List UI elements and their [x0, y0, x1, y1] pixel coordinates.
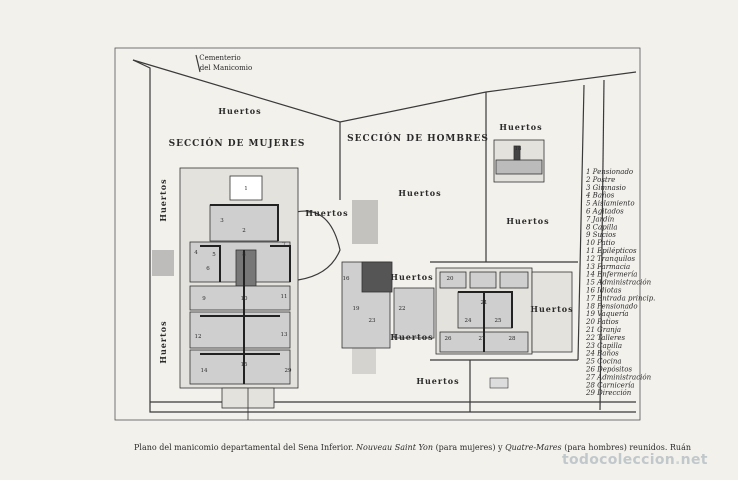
huertos-label: Huertos — [530, 304, 573, 314]
legend-entry: 19 Vaquería — [586, 310, 629, 318]
huertos-label: Huertos — [398, 188, 441, 198]
vaqueria-building — [493, 139, 545, 183]
legend-entry: 9 Sucios — [586, 231, 616, 239]
huertos-label: Huertos — [305, 208, 348, 218]
room-number: 6 — [206, 266, 210, 272]
seccion-mujeres-label: SECCIÓN DE MUJERES — [169, 137, 306, 149]
legend-entry: 20 Patios — [585, 318, 619, 326]
room-number: 28 — [509, 336, 516, 342]
room-number: 24 — [465, 318, 472, 324]
mens-section-walls — [458, 291, 513, 352]
room-number: 2 — [242, 228, 246, 234]
legend-entry: 23 Capilla — [585, 342, 622, 350]
room-number: 15 — [241, 362, 248, 368]
room-number: 16 — [343, 276, 350, 282]
huertos-label: Huertos — [218, 106, 261, 116]
legend-entry: 24 Baños — [585, 350, 619, 358]
caption-part: (para hombres) reunidos. Ruán — [564, 443, 692, 452]
cementerio-label-line2: del Manicomio — [200, 64, 252, 72]
huertos-label: Huertos — [506, 216, 549, 226]
room-number: 29 — [285, 368, 292, 374]
legend-entry: 5 Aislamiento — [586, 200, 635, 208]
legend-entry: 27 Administración — [585, 373, 652, 381]
room-number: 9 — [202, 296, 206, 302]
legend-entry: 17 Entrada princip. — [586, 294, 655, 302]
legend-entry: 21 Granja — [585, 326, 621, 334]
legend-entry: 18 Pensionado — [586, 302, 638, 310]
legend-entry: 26 Depósitos — [585, 366, 632, 374]
watermark-logo: todocoleccion.net — [562, 452, 708, 468]
watermark-dot: . — [675, 452, 681, 468]
huertos-label: Huertos — [416, 376, 459, 386]
room-number: 8 — [242, 252, 246, 258]
legend-entry: 14 Enfermería — [586, 271, 637, 279]
huertos-label: Huertos — [390, 332, 433, 342]
legend-entry: 29 Dirección — [585, 389, 632, 397]
room-number: 4 — [194, 250, 198, 256]
legend-entry: 25 Cocina — [585, 358, 622, 366]
room-number: 25 — [495, 318, 502, 324]
huertos-label: Huertos — [390, 272, 433, 282]
legend-entry: 4 Baños — [585, 192, 615, 200]
room-numbers: 1 2 3 4 5 6 7 8 9 10 11 12 13 14 15 16 1… — [194, 146, 522, 374]
legend-entry: 16 Idiotas — [586, 287, 622, 295]
central-connector — [341, 261, 435, 349]
room-number: 20 — [447, 276, 454, 282]
watermark-brand: todocoleccion — [562, 452, 676, 468]
huertos-labels: Huertos Huertos Huertos Huertos Huertos … — [158, 106, 573, 386]
caption-part: Nouveau Saint Yon — [356, 443, 434, 452]
room-number: 27 — [479, 336, 486, 342]
room-number: 23 — [369, 318, 376, 324]
legend-entry: 11 Epilépticos — [586, 247, 637, 255]
boundary-walls — [132, 54, 637, 413]
legend-entry: 2 Postre — [585, 176, 615, 184]
room-number: 7 — [282, 242, 286, 248]
legend-entry: 13 Farmacia — [586, 263, 630, 271]
legend-entry: 12 Tranquilos — [586, 255, 636, 263]
room-number: 19 — [353, 306, 360, 312]
legend-entry: 1 Pensionado — [586, 168, 633, 176]
watermark-suffix: net — [680, 452, 708, 468]
huertos-label: Huertos — [158, 320, 168, 363]
legend-entry: 8 Capilla — [586, 223, 618, 231]
huertos-label: Huertos — [158, 178, 168, 221]
room-number: 12 — [195, 334, 202, 340]
caption-part: Plano del manicomio departamental del Se… — [134, 443, 354, 452]
room-number: 11 — [281, 294, 288, 300]
room-number: 13 — [281, 332, 288, 338]
legend-entry: 28 Carnicería — [585, 381, 635, 389]
room-number: 22 — [399, 306, 406, 312]
caption-part: Quatre-Mares — [505, 443, 562, 452]
caption-part: (para mujeres) y — [435, 443, 503, 452]
womens-section-walls — [200, 204, 291, 384]
legend-entry: 10 Patio — [586, 239, 615, 247]
room-number: 14 — [201, 368, 208, 374]
room-number: 18 — [515, 146, 522, 152]
seccion-hombres-label: SECCIÓN DE HOMBRES — [347, 132, 489, 144]
legend-entry: 7 Jardín — [586, 215, 615, 223]
room-number: 5 — [212, 252, 216, 258]
room-number: 21 — [481, 300, 488, 306]
legend-entry: 3 Gimnasio — [586, 184, 626, 192]
room-number: 1 — [244, 186, 248, 192]
huertos-label: Huertos — [499, 122, 542, 132]
legend-entry: 6 Agitados — [586, 208, 624, 216]
room-number: 10 — [241, 296, 248, 302]
legend-entry: 22 Talleres — [585, 334, 626, 342]
legend-entry: 15 Administración — [586, 279, 652, 287]
map-frame — [114, 47, 641, 421]
vegetation — [152, 200, 378, 374]
lower-outbuilding — [489, 377, 509, 389]
cementerio-label: Cementerio — [199, 54, 241, 62]
room-number: 3 — [220, 218, 224, 224]
room-number: 26 — [445, 336, 452, 342]
map-caption: Plano del manicomio departamental del Se… — [134, 443, 691, 453]
